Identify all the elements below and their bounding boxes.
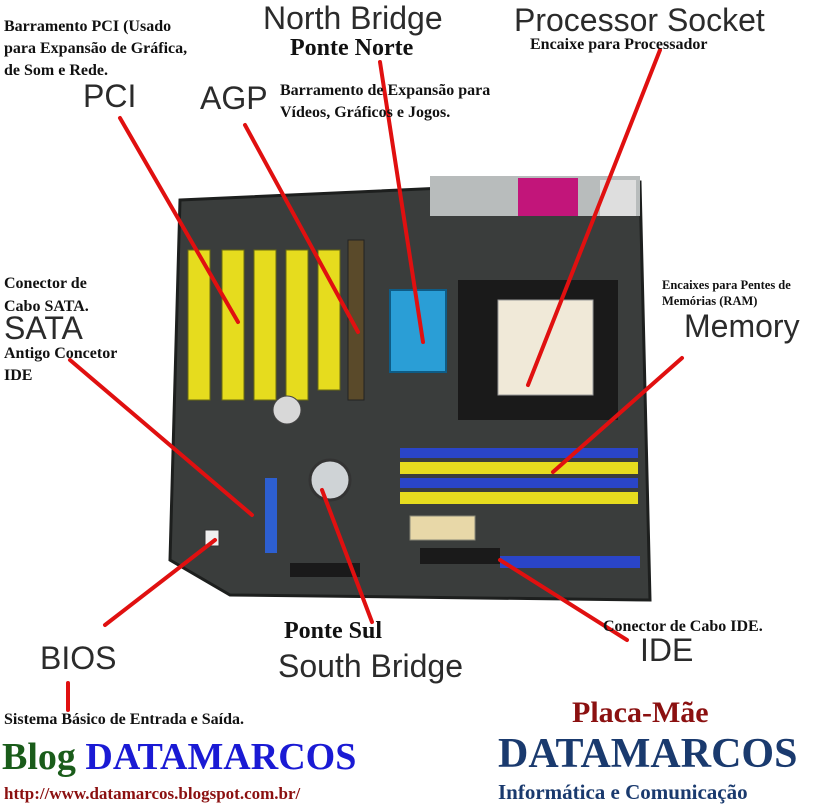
sata-label: SATA: [4, 310, 83, 346]
pointer-memory: [551, 356, 684, 474]
cpu-socket: [497, 299, 594, 396]
pci-description-line: Barramento PCI (Usado: [4, 18, 172, 35]
memory-description-line: Memórias (RAM): [662, 294, 758, 308]
pci-slot: [317, 249, 341, 391]
memory-description: Encaixes para Pentes de Memórias (RAM): [662, 277, 791, 309]
brand-name: DATAMARCOS: [498, 731, 798, 777]
pci-description-line: de Som e Rede.: [4, 62, 108, 79]
cmos-battery: [272, 395, 302, 425]
pointer-lines: [66, 48, 684, 712]
blog-name: DATAMARCOS: [85, 736, 357, 778]
ponte-norte-label: Ponte Norte: [290, 35, 414, 61]
memory-slot: [400, 462, 638, 474]
blog-word: Blog: [2, 736, 76, 778]
agp-label: AGP: [200, 80, 268, 116]
pci-label: PCI: [83, 78, 137, 114]
pointer-agp: [243, 123, 360, 334]
pci-description: Barramento PCI (Usado para Expansão de G…: [4, 16, 187, 82]
pointer-south-bridge: [320, 488, 374, 624]
memory-label: Memory: [684, 308, 800, 344]
ide-connector: [420, 548, 500, 564]
pointer-ide: [498, 558, 629, 642]
pci-slot: [221, 249, 245, 401]
memory-description-line: Encaixes para Pentes de: [662, 278, 791, 292]
south-bridge-chip: [308, 458, 352, 502]
sata-description-line: Conector de: [4, 275, 87, 292]
pointer-sata-ide: [68, 358, 254, 517]
pointer-pci: [118, 116, 240, 324]
ide-old-description-line: Antigo Concetor: [4, 345, 118, 362]
floppy-connector: [290, 563, 360, 577]
ide-old-description-line: IDE: [4, 367, 33, 384]
memory-slot: [400, 492, 638, 504]
serial-port: [518, 178, 578, 216]
pointer-processor: [526, 48, 662, 387]
pointer-bios: [103, 538, 217, 627]
north-bridge-label: North Bridge: [263, 0, 443, 36]
pointer-north-bridge: [378, 60, 425, 344]
ide-label: IDE: [640, 632, 694, 668]
memory-slot: [400, 448, 638, 458]
pci-slot: [187, 249, 211, 401]
processor-socket-label: Processor Socket: [514, 2, 765, 38]
blog-url[interactable]: http://www.datamarcos.blogspot.com.br/: [4, 784, 301, 803]
bios-description: Sistema Básico de Entrada e Saída.: [4, 711, 245, 728]
ide-connector: [500, 556, 640, 568]
blog-title: Blog DATAMARCOS: [2, 735, 356, 779]
placa-mae-title: Placa-Mãe: [572, 696, 709, 729]
pci-description-line: para Expansão de Gráfica,: [4, 40, 188, 57]
agp-description-line: Barramento de Expansão para: [280, 82, 491, 99]
processor-description: Encaixe para Processador: [530, 36, 708, 53]
atx-power-connector: [409, 515, 476, 541]
pci-slot: [253, 249, 277, 401]
ide-old-description: Antigo Concetor IDE: [4, 343, 117, 387]
sata-description: Conector de Cabo SATA.: [4, 272, 89, 318]
ide-cable-description: Conector de Cabo IDE.: [603, 618, 763, 635]
agp-slot: [347, 239, 365, 401]
bios-label: BIOS: [40, 640, 117, 676]
pci-slot: [285, 249, 309, 401]
memory-slot: [400, 478, 638, 488]
agp-description: Barramento de Expansão para Vídeos, Gráf…: [280, 80, 490, 124]
sata-description-line: Cabo SATA.: [4, 298, 89, 315]
brand-tagline: Informática e Comunicação: [498, 780, 748, 804]
sata-connector: [265, 478, 277, 553]
ponte-sul-label: Ponte Sul: [284, 618, 383, 644]
south-bridge-label: South Bridge: [278, 648, 464, 684]
agp-description-line: Vídeos, Gráficos e Jogos.: [280, 104, 451, 121]
